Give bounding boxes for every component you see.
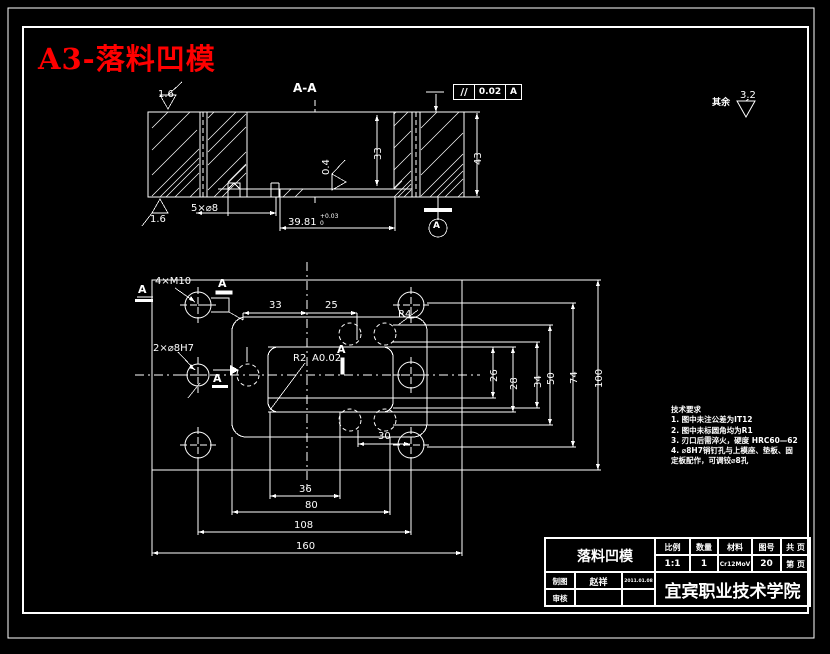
plan-holes-m10 — [180, 287, 429, 463]
dim-39-81: 39.81 — [288, 217, 317, 228]
gdt-tolerance: 0.02 — [475, 85, 506, 99]
dim-80-plan: 80 — [305, 500, 318, 511]
value-scale: 1:1 — [664, 559, 681, 569]
page-title: A3-落料凹模 — [38, 42, 216, 76]
drawn-label: 制图 — [552, 576, 568, 586]
institution-name: 宜宾职业技术学院 — [664, 582, 801, 602]
value-material: Cr12MoV — [719, 560, 751, 568]
section-mark-a-inner: A — [337, 343, 346, 356]
surface-finish-symbol — [736, 99, 756, 119]
dim-36-plan: 36 — [299, 484, 312, 495]
surface-note-value: 3.2 — [740, 90, 756, 101]
header-drawing-no: 图号 — [758, 542, 775, 552]
hatch-right1 — [393, 179, 412, 198]
surface-note-label: 其余 — [712, 98, 731, 108]
hole-callout-5x8: 5×⌀8 — [191, 203, 219, 214]
header-scale: 比例 — [664, 542, 681, 552]
dim-26-plan: 26 — [489, 369, 500, 382]
hatch-mid-bottom — [282, 188, 304, 198]
roughness-inner-label: 0.4 — [321, 159, 332, 175]
title-block-frame — [544, 537, 811, 607]
header-total-pages: 共 页 — [786, 542, 805, 552]
dim-100-plan: 100 — [594, 368, 605, 388]
dim-43-section: 43 — [473, 152, 484, 165]
section-mark-a-mid: A — [213, 372, 222, 385]
roughness-bottom-label: 1.6 — [150, 214, 166, 225]
gdt-symbol: // — [454, 85, 475, 99]
callout-r2: R2 — [293, 353, 307, 364]
value-quantity: 1 — [700, 559, 708, 569]
hatch-left2 — [207, 111, 247, 198]
hatch-right2 — [393, 111, 412, 189]
dim-33-section: 33 — [373, 147, 384, 160]
dim-33-plan: 33 — [269, 300, 282, 311]
value-page-no: 第 页 — [786, 559, 805, 569]
section-arrow-markers — [215, 290, 345, 375]
tech-line-3: 3. 刃口后需淬火，硬度 HRC60—62 — [671, 435, 798, 445]
tech-heading: 技术要求 — [671, 405, 701, 414]
value-drawing-no: 20 — [760, 559, 773, 569]
drawn-date: 2011.01.08 — [624, 578, 653, 584]
dim-160-plan: 160 — [296, 541, 316, 552]
tech-line-2: 2. 图中未标圆角均为R1 — [671, 425, 753, 435]
dim-30-plan: 30 — [378, 431, 391, 442]
dim-25-plan: 25 — [325, 300, 338, 311]
dim-108-plan: 108 — [294, 520, 314, 531]
tech-line-4: 4. ⌀8H7销钉孔与上模座、垫板、固 — [671, 446, 793, 456]
dim-50-plan: 50 — [546, 372, 557, 385]
checked-label: 审核 — [552, 593, 568, 603]
section-dimensions — [141, 81, 480, 238]
dim-74-plan: 74 — [569, 371, 580, 384]
section-mark-a-left: A — [138, 283, 147, 296]
section-mark-a-top: A — [218, 277, 227, 290]
sheet-inner-border — [22, 26, 809, 614]
section-view-label: A-A — [293, 81, 317, 95]
gdt-frame: // 0.02 A — [453, 84, 522, 100]
roughness-top-label: 1.6 — [158, 89, 174, 100]
dim-28-plan: 28 — [509, 377, 520, 390]
gdt-datum: A — [510, 87, 517, 97]
part-name: 落料凹模 — [577, 549, 633, 565]
callout-2x8h7: 2×⌀8H7 — [153, 343, 195, 354]
header-quantity: 数量 — [696, 542, 712, 552]
datum-a-section: A — [433, 221, 440, 231]
dim-39-81-tol-lower: 0 — [320, 220, 324, 227]
sheet-outer-border — [7, 7, 815, 639]
section-view-aa — [147, 111, 465, 198]
callout-flatness: A0.02 — [312, 353, 342, 364]
hatch-left — [151, 111, 200, 198]
drawn-name: 赵祥 — [589, 577, 608, 588]
callout-r4: R4 — [398, 309, 412, 320]
hatch-far-right — [420, 111, 464, 198]
tech-line-1: 1. 图中未注公差为IT12 — [671, 415, 753, 425]
callout-4xm10: 4×M10 — [155, 276, 192, 287]
dim-34-plan: 34 — [533, 375, 544, 388]
technical-requirements: 技术要求 1. 图中未注公差为IT12 2. 图中未标圆角均为R1 3. 刃口后… — [671, 405, 798, 467]
dim-39-81-tol-upper: +0.03 — [320, 213, 339, 220]
plan-dimensions — [135, 279, 601, 556]
tech-line-5: 定板配作，可调铰⌀8孔 — [671, 456, 749, 466]
header-material: 材料 — [727, 542, 743, 552]
